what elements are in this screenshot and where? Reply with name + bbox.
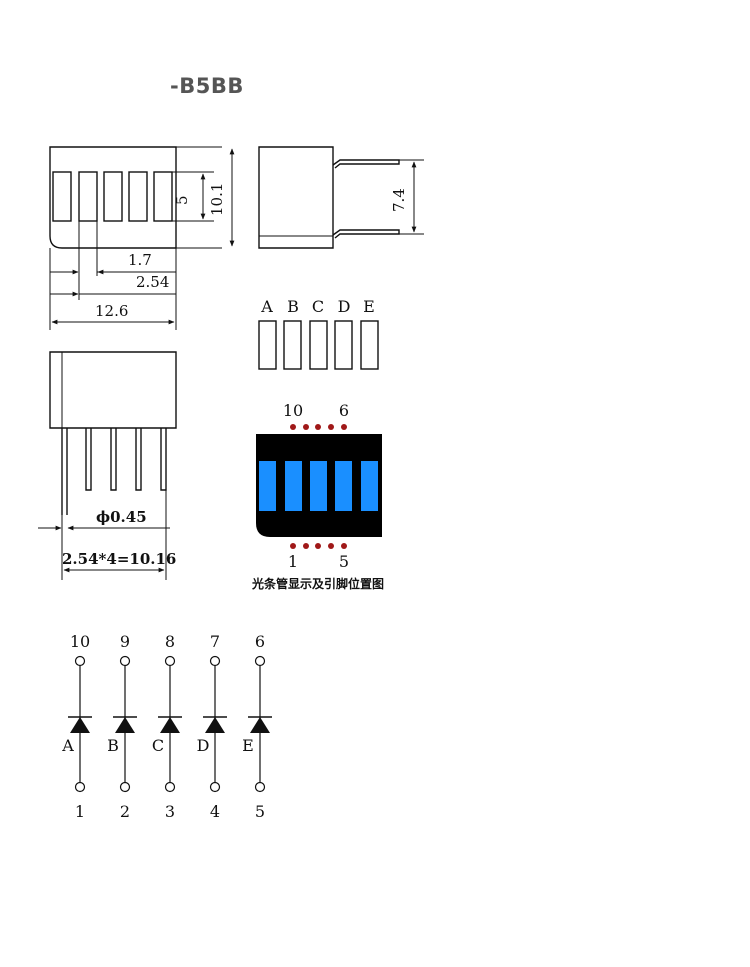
dim-height-segment: 5	[173, 195, 191, 205]
top-pin-dot	[328, 424, 334, 430]
pin-label-10: 10	[283, 401, 303, 420]
lit-segment-a	[259, 461, 276, 511]
dim-side-length: 7.4	[390, 188, 408, 212]
dim-pitch-offset: 1.7	[128, 251, 152, 269]
segment-letter: D	[197, 736, 210, 755]
cathode-pin-label: 4	[210, 802, 220, 821]
segment-letter: B	[107, 736, 119, 755]
lit-segment-c	[310, 461, 327, 511]
dim-pin-span: 2.54*4=10.16	[62, 550, 176, 568]
diode-triangle-icon	[160, 717, 180, 733]
diode-b: 9B 2	[107, 632, 137, 821]
segment-label-b: B	[287, 297, 299, 316]
top-pin-dots	[290, 424, 347, 430]
pin-position-caption: 光条管显示及引脚位置图	[251, 576, 384, 591]
segment-letter: E	[242, 736, 254, 755]
segment-label-d: D	[338, 297, 351, 316]
anode-pin-label: 6	[255, 632, 265, 651]
part-number-title: -B5BB	[170, 74, 244, 98]
cathode-pin-label: 1	[75, 802, 85, 821]
cathode-terminal	[119, 781, 131, 793]
anode-pin-label: 8	[165, 632, 175, 651]
segment-outline: A B C D E	[258, 297, 379, 370]
diode-triangle-icon	[115, 717, 135, 733]
dim-height-body: 10.1	[208, 183, 226, 216]
anode-terminal	[164, 655, 176, 667]
segment-letter: C	[152, 736, 164, 755]
pin-label-5: 5	[339, 552, 349, 571]
diode-triangle-icon	[205, 717, 225, 733]
front-view	[49, 146, 235, 330]
diode-triangle-icon	[250, 717, 270, 733]
anode-pin-label: 9	[120, 632, 130, 651]
cathode-pin-label: 3	[165, 802, 175, 821]
bottom-pin-dot	[290, 543, 296, 549]
dim-pin-diameter: ϕ0.45	[96, 508, 147, 526]
lit-segments	[259, 461, 378, 511]
bottom-pin-dot	[303, 543, 309, 549]
anode-pin-label: 10	[70, 632, 90, 651]
bottom-view	[38, 351, 177, 580]
anode-terminal	[209, 655, 221, 667]
top-pin-dot	[290, 424, 296, 430]
dim-width: 12.6	[95, 302, 128, 320]
diode-d: 7D 4	[197, 632, 227, 821]
cathode-pin-label: 5	[255, 802, 265, 821]
cathode-terminal	[254, 781, 266, 793]
segment-label-a: A	[260, 297, 273, 316]
segment-letter: A	[61, 736, 74, 755]
diode-e: 6E 5	[242, 632, 272, 821]
side-view	[258, 146, 424, 249]
anode-terminal	[119, 655, 131, 667]
anode-terminal	[254, 655, 266, 667]
lit-segment-b	[285, 461, 302, 511]
cathode-pin-label: 2	[120, 802, 130, 821]
segment-label-c: C	[312, 297, 324, 316]
diode-triangle-icon	[70, 717, 90, 733]
diode-c: 8C 3	[152, 632, 182, 821]
pin-label-6: 6	[339, 401, 349, 420]
cathode-terminal	[74, 781, 86, 793]
bottom-pin-dot	[341, 543, 347, 549]
bottom-pin-dot	[328, 543, 334, 549]
top-pin-dot	[341, 424, 347, 430]
dim-pitch: 2.54	[136, 273, 169, 291]
bar-graph-display: 10 6 1 5 光条管显示及引脚位置图	[251, 401, 384, 591]
top-pin-dot	[303, 424, 309, 430]
bottom-pin-dot	[315, 543, 321, 549]
anode-terminal	[74, 655, 86, 667]
top-pin-dot	[315, 424, 321, 430]
diode-a: 10A 1	[61, 632, 92, 821]
segment-label-e: E	[363, 297, 375, 316]
bottom-pin-dots	[290, 543, 347, 549]
lit-segment-e	[361, 461, 378, 511]
cathode-terminal	[209, 781, 221, 793]
pin-label-1: 1	[288, 552, 298, 571]
cathode-terminal	[164, 781, 176, 793]
lit-segment-d	[335, 461, 352, 511]
anode-pin-label: 7	[210, 632, 220, 651]
circuit-diagram: 10A 1 9B 2 8C 3 7D 4 6E 5	[61, 632, 272, 821]
